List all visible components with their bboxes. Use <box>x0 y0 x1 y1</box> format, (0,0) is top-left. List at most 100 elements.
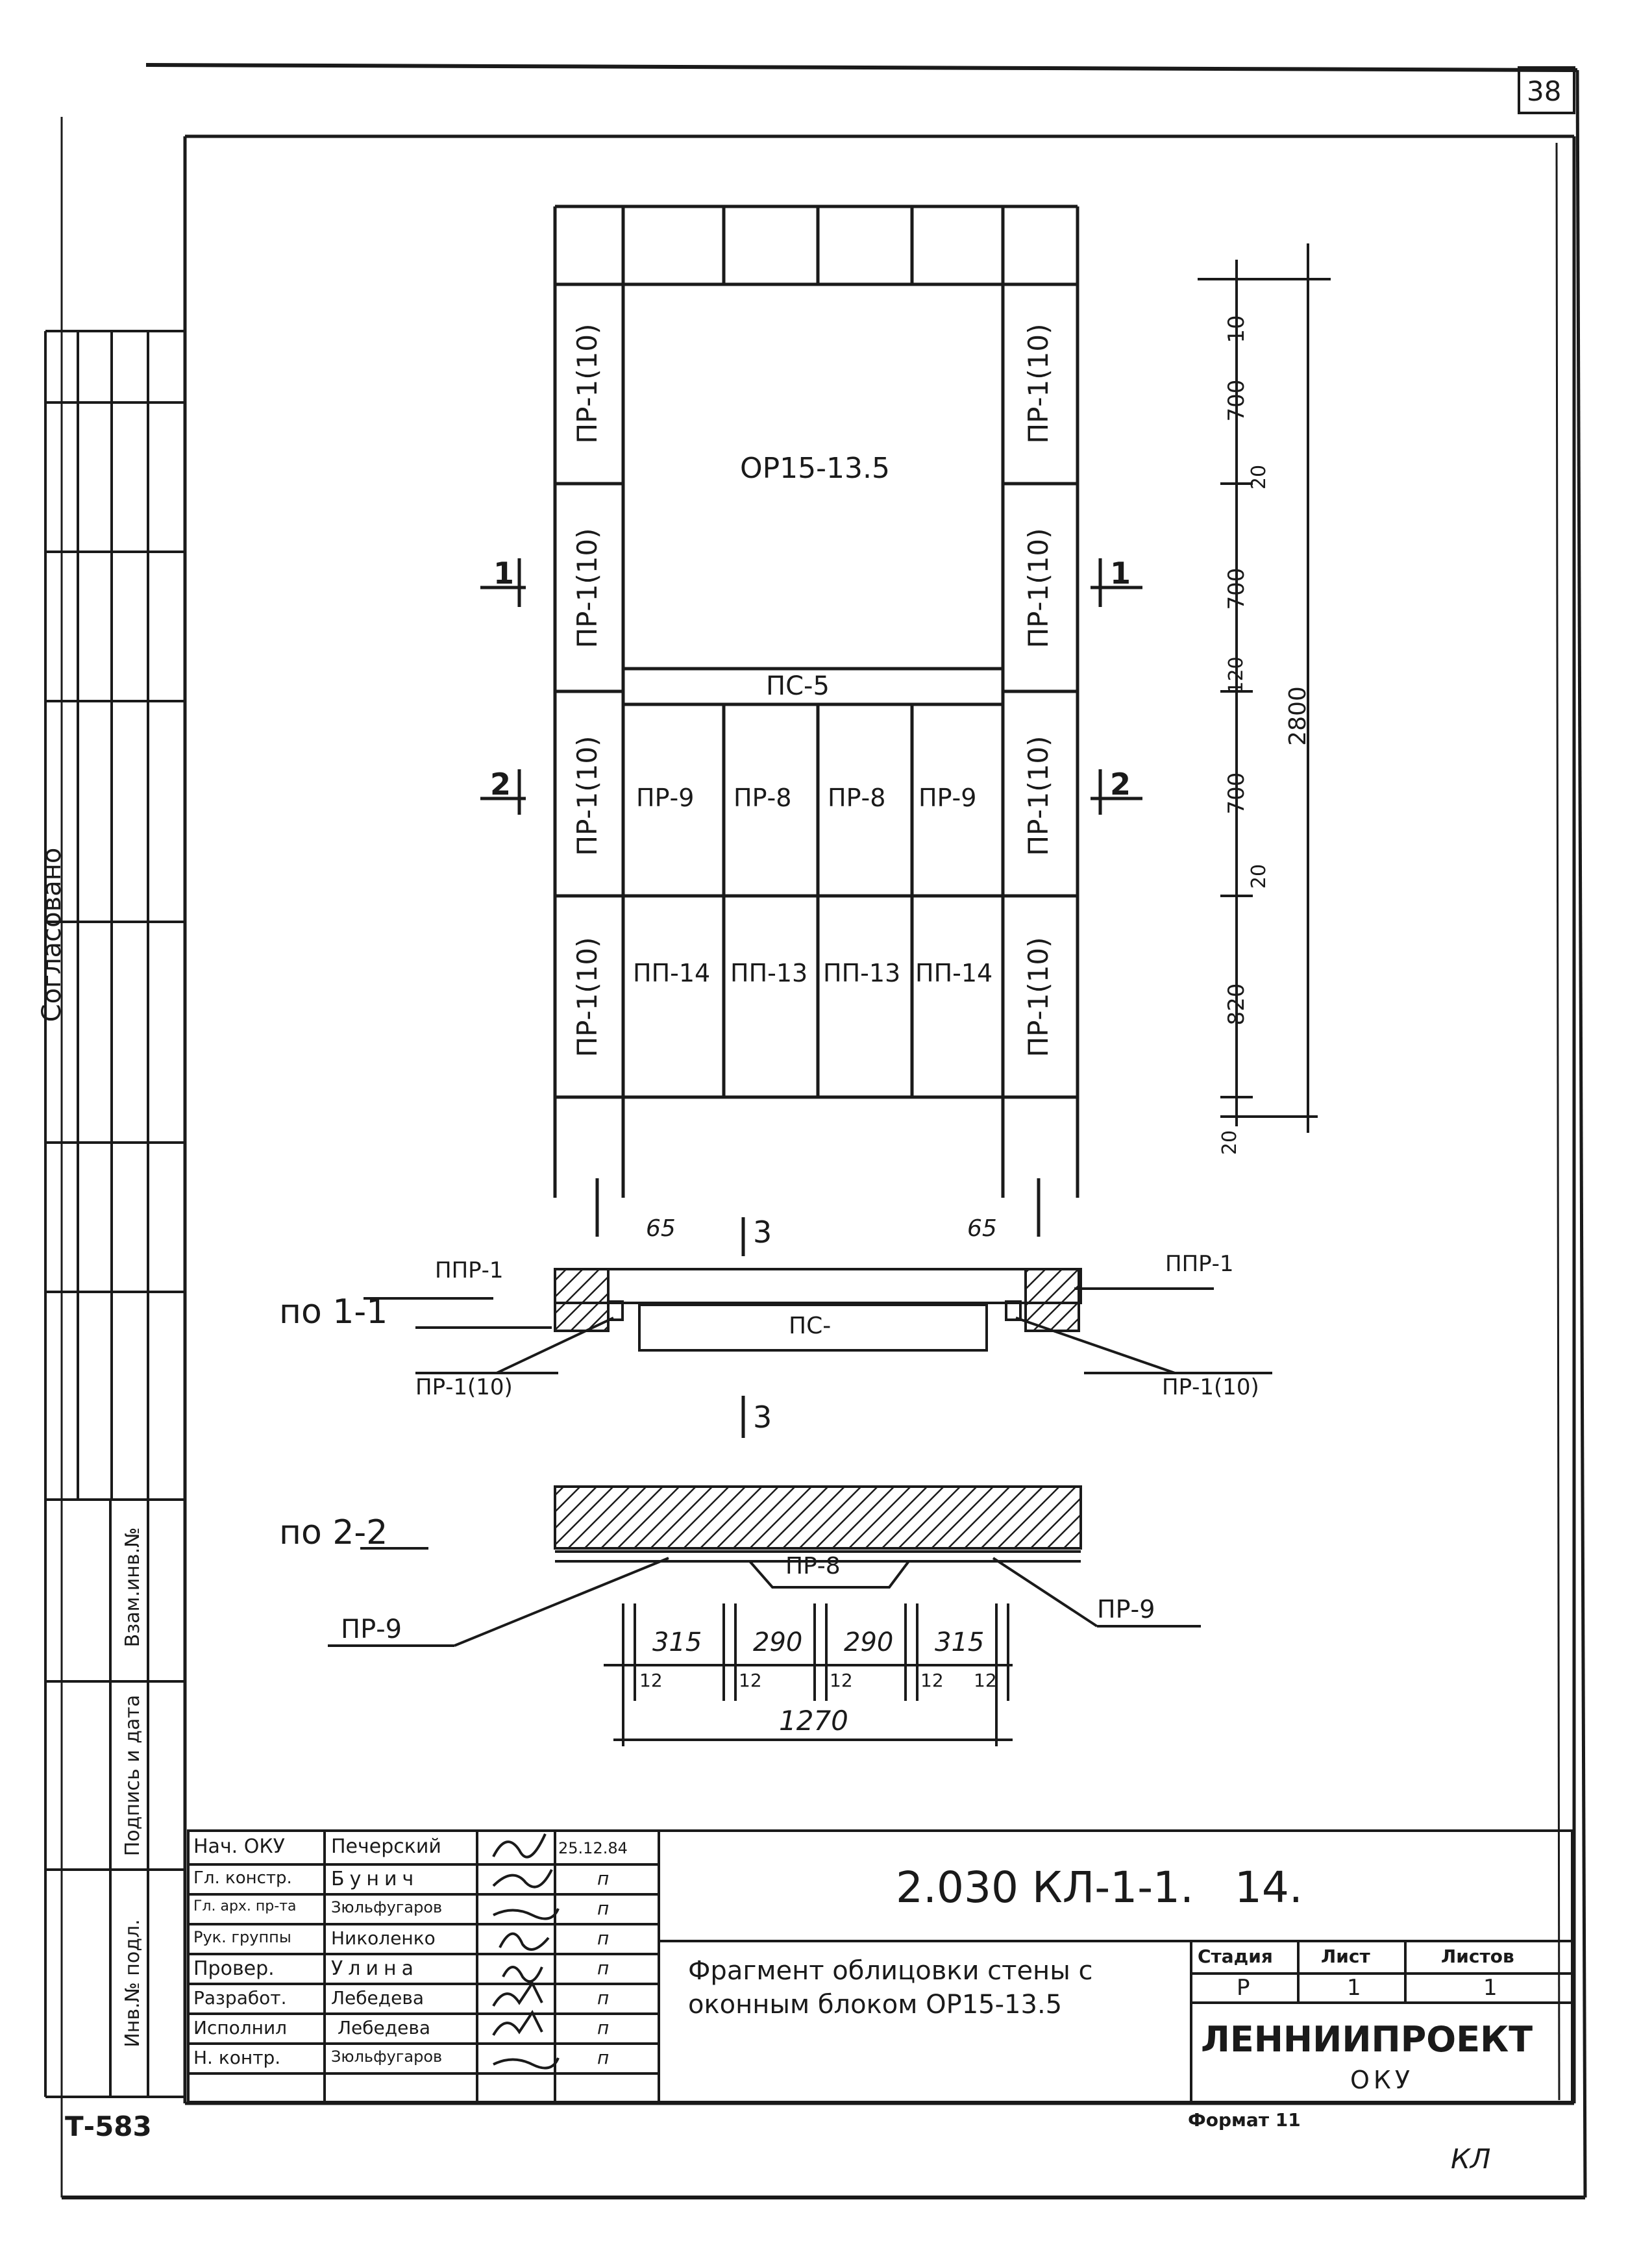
role-2: Гл. констр. <box>193 1868 292 1888</box>
stage-label: Стадия <box>1198 1946 1273 1967</box>
dim-right-6: 700 <box>1224 772 1250 815</box>
left-panel-4: ПР-1(10) <box>571 937 603 1058</box>
date-7: п <box>597 2017 610 2038</box>
middle-panel-4: ПР-9 <box>918 784 977 812</box>
right-panel-1: ПР-1(10) <box>1022 323 1054 444</box>
section-marks <box>480 558 1142 1438</box>
org-name: ЛЕННИИПРОЕКТ <box>1201 2019 1533 2060</box>
section-1-left-top: ППР-1 <box>435 1257 504 1283</box>
name-7: Лебедева <box>338 2017 431 2038</box>
name-1: Печерский <box>331 1835 441 1858</box>
middle-panel-1: ПР-9 <box>636 784 695 812</box>
dim-right-2: 700 <box>1224 379 1250 422</box>
side-stamp <box>44 330 185 2098</box>
bottom-gap-2: 12 <box>739 1670 762 1691</box>
left-panel-1: ПР-1(10) <box>571 323 603 444</box>
dimension-chain-bottom <box>604 1603 1013 1746</box>
doc-code: 2.030 КЛ-1-1. 14. <box>896 1863 1303 1912</box>
sheet-corner-number: 38 <box>1527 75 1562 107</box>
section-1-left-bottom: ПР-1(10) <box>415 1374 513 1400</box>
bottom-panel-1: ПП-14 <box>633 959 711 987</box>
bottom-gap-4: 12 <box>920 1670 944 1691</box>
section-2-2 <box>328 1485 1201 1647</box>
role-6: Разработ. <box>193 1987 287 2009</box>
replace-label: Взам.инв.№ <box>121 1527 144 1648</box>
signatures <box>492 1833 560 2070</box>
bottom-dim-2: 290 <box>753 1628 803 1657</box>
sheets-label: Листов <box>1441 1946 1514 1967</box>
bottom-dim-3: 290 <box>844 1628 894 1657</box>
bottom-total: 1270 <box>779 1705 848 1737</box>
section-mark-2b: 2 <box>1110 767 1131 802</box>
stage-value: Р <box>1237 1975 1250 2001</box>
bottom-dim-4: 315 <box>935 1628 985 1657</box>
name-6: Лебедева <box>331 1987 425 2009</box>
section-mark-1b: 1 <box>1110 556 1131 591</box>
dimension-chain-right <box>1198 243 1331 1133</box>
invno-label: Инв.№ подл. <box>121 1919 144 2048</box>
org-dept: ОКУ <box>1350 2066 1414 2094</box>
bottom-gap-1: 12 <box>639 1670 663 1691</box>
bottom-panel-3: ПП-13 <box>823 959 901 987</box>
section-1-right-top: ППР-1 <box>1165 1251 1234 1277</box>
name-2: Бунич <box>331 1868 419 1890</box>
bottom-panel-4: ПП-14 <box>915 959 993 987</box>
offset-right: 65 <box>967 1215 997 1242</box>
name-3: Зюльфугаров <box>331 1898 443 1916</box>
section-2-right: ПР-9 <box>1097 1595 1155 1624</box>
right-panel-3: ПР-1(10) <box>1022 736 1054 856</box>
bottom-dim-1: 315 <box>652 1628 702 1657</box>
dim-right-8: 820 <box>1224 983 1250 1026</box>
name-8: Зюльфугаров <box>331 2048 443 2066</box>
section-2-left: ПР-9 <box>341 1615 402 1644</box>
sheet-frame <box>60 63 1587 2199</box>
date-1: 25.12.84 <box>558 1839 628 1857</box>
section-mark-3a: 3 <box>753 1215 772 1250</box>
bottom-gap-5: 12 <box>974 1670 997 1691</box>
bottom-left-code: Т-583 <box>65 2110 152 2142</box>
title-block <box>187 1829 1573 2103</box>
window-label: ОР15-13.5 <box>740 452 890 485</box>
agreed-label: Согласовано <box>37 847 67 1022</box>
dim-right-1: 10 <box>1224 315 1250 343</box>
date-4: п <box>597 1927 610 1949</box>
role-1: Нач. ОКУ <box>193 1835 285 1858</box>
role-7: Исполнил <box>193 2017 288 2038</box>
role-5: Провер. <box>193 1957 275 1980</box>
date-3: п <box>597 1898 610 1919</box>
date-5: п <box>597 1957 610 1979</box>
role-3: Гл. арх. пр-та <box>193 1898 297 1914</box>
name-5: Улина <box>331 1957 419 1980</box>
section-1-1 <box>364 1268 1272 1374</box>
section-1-center: ПС- <box>789 1313 832 1339</box>
signdate-label: Подпись и дата <box>121 1694 144 1857</box>
sheet-label: Лист <box>1321 1946 1370 1967</box>
section-2-center: ПР-8 <box>785 1553 841 1579</box>
left-panel-3: ПР-1(10) <box>571 736 603 856</box>
format-label: Формат 11 <box>1188 2109 1301 2131</box>
dim-right-4: 700 <box>1224 567 1250 610</box>
section-mark-1a: 1 <box>493 556 515 591</box>
sill-label: ПС-5 <box>766 671 830 701</box>
role-4: Рук. группы <box>193 1928 291 1946</box>
dim-right-7: 20 <box>1248 863 1270 889</box>
date-2: п <box>597 1868 610 1889</box>
bottom-gap-3: 12 <box>830 1670 853 1691</box>
date-8: п <box>597 2047 610 2068</box>
sheet-value: 1 <box>1347 1975 1361 2001</box>
offset-left: 65 <box>646 1215 676 1242</box>
right-panel-2: ПР-1(10) <box>1022 528 1054 649</box>
role-8: Н. контр. <box>193 2047 281 2068</box>
dim-right-5: 120 <box>1225 656 1248 694</box>
middle-panel-2: ПР-8 <box>734 784 792 812</box>
name-4: Николенко <box>331 1927 436 1949</box>
right-panel-4: ПР-1(10) <box>1022 937 1054 1058</box>
bottom-panel-2: ПП-13 <box>730 959 808 987</box>
section-mark-3b: 3 <box>753 1400 772 1435</box>
section-1-title: по 1-1 <box>279 1293 388 1331</box>
middle-panel-3: ПР-8 <box>828 784 886 812</box>
wall-elevation <box>553 204 1079 1198</box>
bottom-right-mark: КЛ <box>1451 2143 1491 2175</box>
dim-right-3: 20 <box>1248 464 1270 490</box>
